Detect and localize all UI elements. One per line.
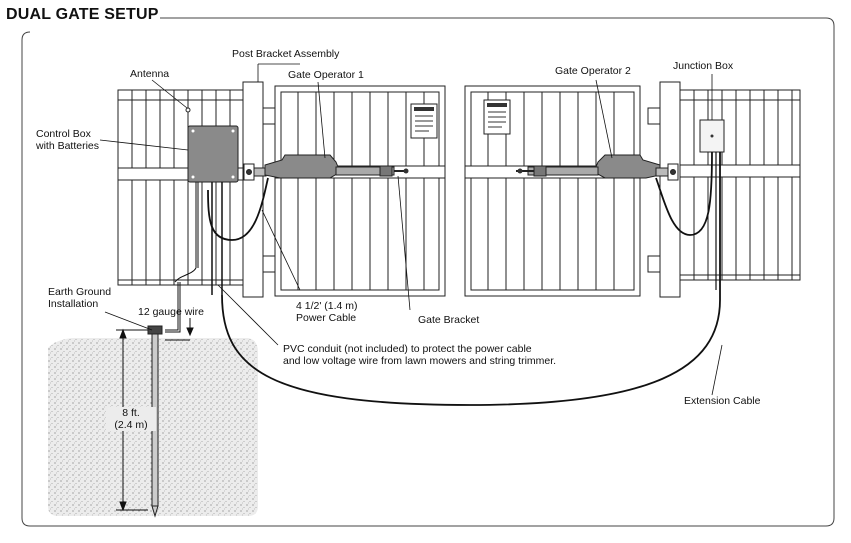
- label-depth-m: (2.4 m): [114, 419, 148, 431]
- left-post: [242, 81, 276, 298]
- label-pvc-conduit: PVC conduit (not included) to protect th…: [283, 343, 556, 367]
- cables: [165, 151, 721, 406]
- page-title: DUAL GATE SETUP: [6, 6, 159, 23]
- label-gauge-wire: 12 gauge wire: [138, 306, 204, 318]
- gate-operator-1: [264, 154, 409, 179]
- post-bracket-left: [243, 163, 267, 181]
- label-control-box: Control Box with Batteries: [36, 128, 99, 152]
- antenna: [185, 107, 191, 126]
- post-bracket-right: [655, 163, 679, 181]
- junction-box: [699, 119, 725, 153]
- gate-operator-2: [516, 154, 661, 179]
- label-earth-ground: Earth Ground Installation: [48, 286, 111, 310]
- frame-border: [21, 17, 835, 527]
- label-earth-ground-line2: Installation: [48, 298, 99, 310]
- label-gate-operator-2: Gate Operator 2: [555, 65, 631, 77]
- warning-sign-icon: [483, 99, 511, 135]
- arrow-down-icon: [186, 318, 194, 337]
- right-post: [647, 81, 681, 298]
- label-power-cable-line1: 4 1/2' (1.4 m): [296, 300, 358, 312]
- label-extension-cable: Extension Cable: [684, 395, 761, 407]
- label-gate-operator-1: Gate Operator 1: [288, 69, 364, 81]
- label-depth: 8 ft. (2.4 m): [106, 407, 156, 431]
- label-power-cable: 4 1/2' (1.4 m) Power Cable: [296, 300, 358, 324]
- label-earth-ground-line1: Earth Ground: [48, 286, 112, 298]
- warning-sign-icon: [410, 103, 438, 139]
- label-control-box-line2: with Batteries: [36, 140, 100, 152]
- label-control-box-line1: Control Box: [36, 128, 91, 140]
- gate-1: [274, 85, 446, 297]
- right-fence: [679, 89, 801, 281]
- left-fence: [117, 89, 244, 286]
- control-box: [187, 125, 239, 183]
- label-antenna: Antenna: [130, 68, 170, 80]
- label-pvc-line2: and low voltage wire from lawn mowers an…: [283, 355, 557, 367]
- label-power-cable-line2: Power Cable: [296, 312, 357, 324]
- leader-lines: [99, 63, 723, 396]
- label-depth-ft: 8 ft.: [122, 407, 140, 419]
- label-junction-box: Junction Box: [673, 60, 734, 72]
- label-post-bracket-assembly: Post Bracket Assembly: [232, 48, 340, 60]
- label-gate-bracket: Gate Bracket: [418, 314, 480, 326]
- label-pvc-line1: PVC conduit (not included) to protect th…: [283, 343, 532, 355]
